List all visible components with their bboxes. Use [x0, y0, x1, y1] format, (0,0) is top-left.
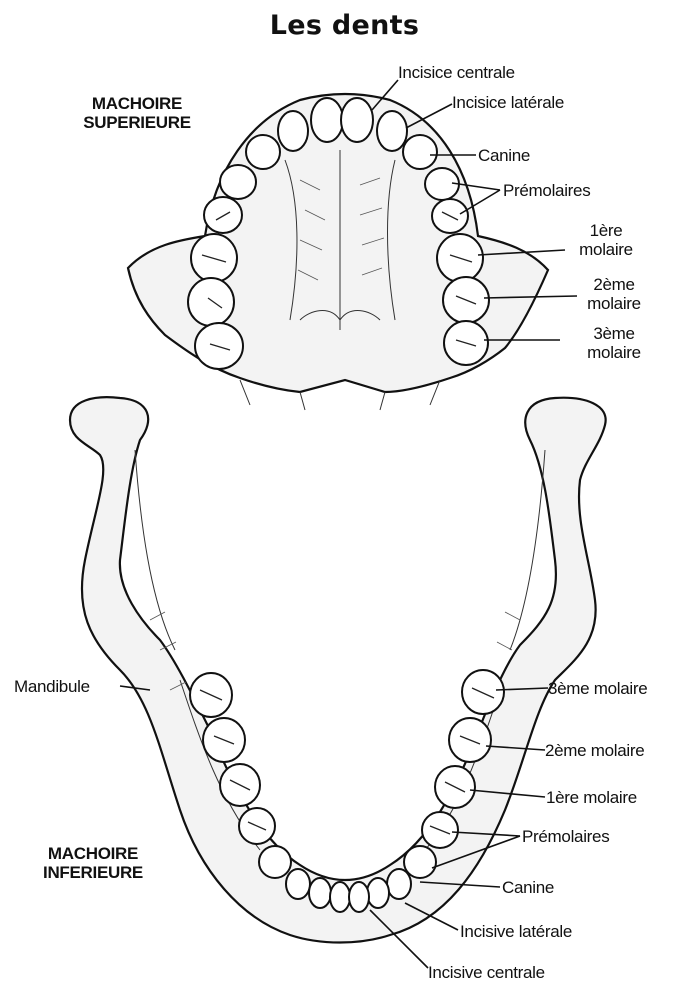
lower-jaw-heading-line2: INFERIEURE [18, 863, 168, 882]
label-upper-third-molar-line1: 3ème [578, 324, 650, 343]
label-lower-third-molar: 3ème molaire [548, 679, 647, 698]
label-upper-central-incisor: Incisice centrale [398, 63, 515, 82]
label-upper-first-molar-line2: molaire [570, 240, 642, 259]
label-upper-second-molar-line1: 2ème [578, 275, 650, 294]
label-upper-canine: Canine [478, 146, 530, 165]
label-upper-third-molar-line2: molaire [578, 343, 650, 362]
label-lower-first-molar: 1ère molaire [546, 788, 637, 807]
label-lower-premolars: Prémolaires [522, 827, 609, 846]
lower-jaw-heading-line1: MACHOIRE [18, 844, 168, 863]
label-upper-second-molar: 2ème molaire [578, 275, 650, 313]
upper-jaw-heading: MACHOIRE SUPERIEURE [62, 94, 212, 132]
label-upper-second-molar-line2: molaire [578, 294, 650, 313]
label-upper-premolars: Prémolaires [503, 181, 590, 200]
label-mandible: Mandibule [14, 677, 90, 696]
label-upper-third-molar: 3ème molaire [578, 324, 650, 362]
upper-jaw-heading-line1: MACHOIRE [62, 94, 212, 113]
label-lower-lateral-incisor: Incisive latérale [460, 922, 572, 941]
upper-jaw-heading-line2: SUPERIEURE [62, 113, 212, 132]
label-lower-canine: Canine [502, 878, 554, 897]
label-upper-first-molar-line1: 1ère [570, 221, 642, 240]
label-lower-second-molar: 2ème molaire [545, 741, 644, 760]
label-lower-central-incisor: Incisive centrale [428, 963, 545, 982]
label-upper-lateral-incisor: Incisice latérale [452, 93, 564, 112]
lower-jaw-heading: MACHOIRE INFERIEURE [18, 844, 168, 882]
label-upper-first-molar: 1ère molaire [570, 221, 642, 259]
